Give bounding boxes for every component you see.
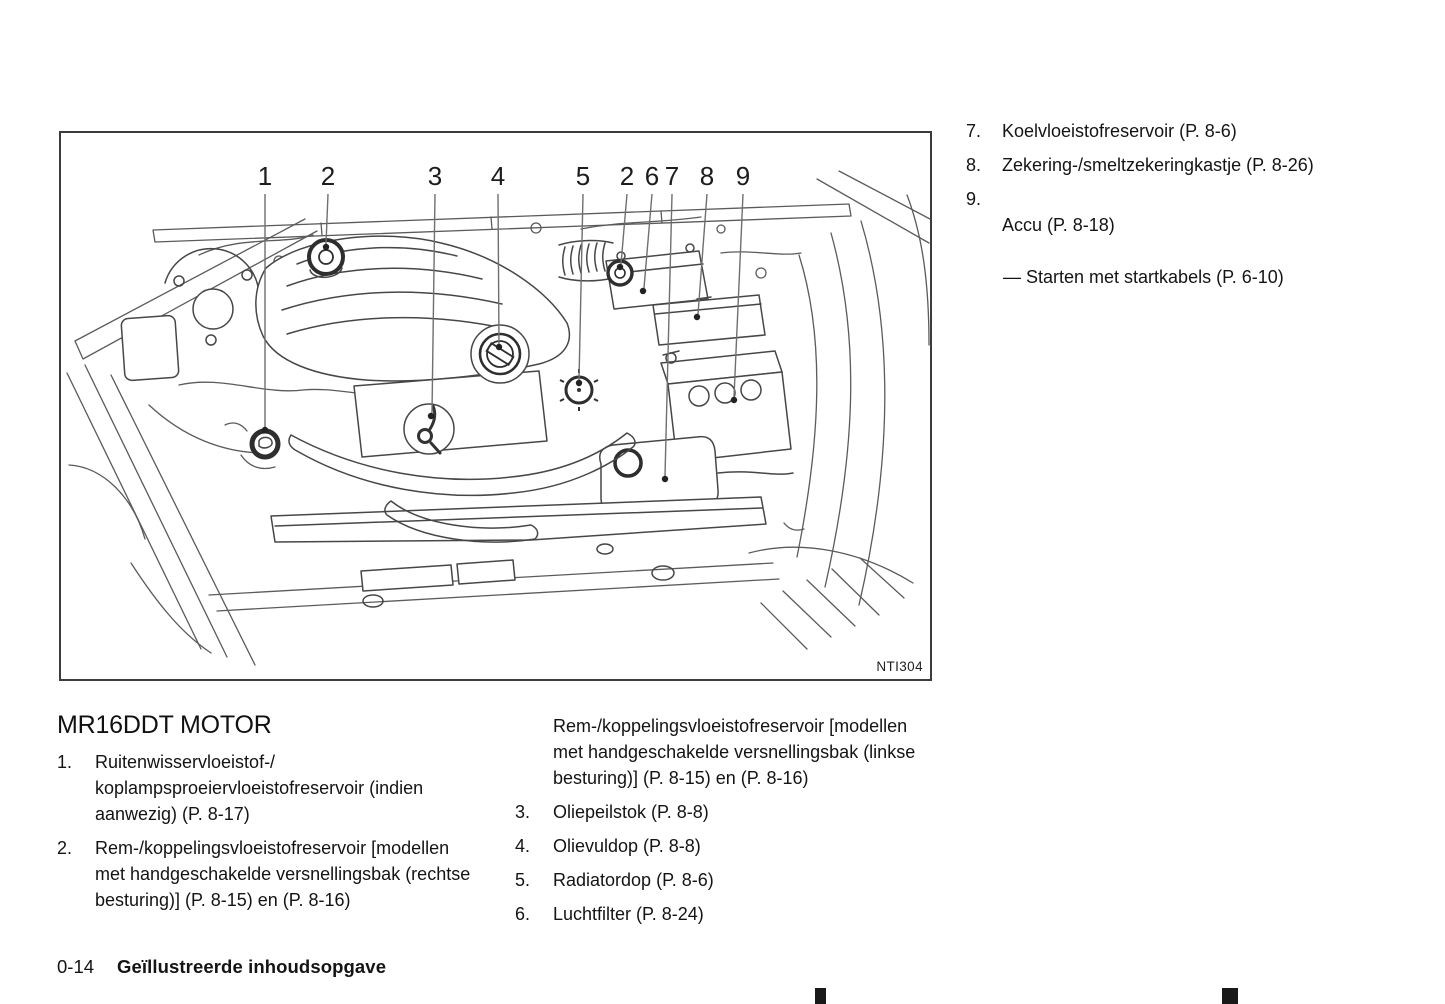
figure-code-label: NTI304 bbox=[876, 659, 923, 674]
list-item-7: 7. Koelvloeistofreservoir (P. 8-6) bbox=[966, 118, 1436, 144]
item-number bbox=[515, 713, 553, 791]
item-text: Oliepeilstok (P. 8-8) bbox=[553, 802, 709, 822]
callout-leader-lines bbox=[261, 193, 744, 483]
callout-4: 4 bbox=[491, 161, 505, 191]
list-item-9: 9. Accu (P. 8-18) — Starten met startkab… bbox=[966, 186, 1436, 290]
footer-section-title: Geïllustreerde inhoudsopgave bbox=[117, 956, 387, 977]
item-text: Luchtfilter (P. 8-24) bbox=[553, 904, 704, 924]
corrugated-duct-drawing bbox=[558, 239, 614, 282]
relay-box-drawing bbox=[120, 314, 180, 382]
item-number: 6. bbox=[515, 904, 531, 924]
callout-9: 9 bbox=[736, 161, 750, 191]
section-heading: MR16DDT MOTOR bbox=[57, 711, 272, 739]
page-footer: 0-14 Geïllustreerde inhoudsopgave bbox=[57, 954, 386, 980]
oil-filler-cap-drawing bbox=[478, 332, 522, 376]
print-edge-mark bbox=[1222, 988, 1238, 1004]
item-text: Radiatordop (P. 8-6) bbox=[553, 870, 714, 890]
item-text: Koelvloeistofreservoir (P. 8-6) bbox=[1002, 121, 1237, 141]
callout-3: 3 bbox=[428, 161, 442, 191]
callout-numbers: 1 2 3 4 5 2 6 7 8 9 bbox=[258, 161, 750, 191]
print-edge-mark bbox=[815, 988, 826, 1004]
list-item-5: 5. Radiatordop (P. 8-6) bbox=[515, 867, 955, 893]
callout-2: 2 bbox=[321, 161, 335, 191]
item-number: 4. bbox=[515, 836, 531, 856]
engine-diagram: 1 2 3 4 5 2 6 7 8 9 NTI304 bbox=[66, 161, 930, 674]
item-text: Rem-/koppelingsvloeistofreservoir [model… bbox=[553, 716, 916, 788]
item-number: 2. bbox=[57, 838, 73, 858]
callout-2b: 2 bbox=[620, 161, 634, 191]
middle-callout-list: Rem-/koppelingsvloeistofreservoir [model… bbox=[515, 713, 955, 935]
item-number: 8. bbox=[966, 155, 982, 175]
item-number: 9. bbox=[966, 189, 982, 209]
hoses-drawing bbox=[288, 432, 636, 543]
list-item-4: 4. Olievuldop (P. 8-8) bbox=[515, 833, 955, 859]
item-number: 1. bbox=[57, 752, 73, 772]
car-body-lines bbox=[66, 170, 930, 666]
left-callout-list: 1. Ruitenwisservloeistof-/ koplampsproei… bbox=[57, 749, 497, 921]
list-item-6: 6. Luchtfilter (P. 8-24) bbox=[515, 901, 955, 927]
list-item-3: 3. Oliepeilstok (P. 8-8) bbox=[515, 799, 955, 825]
callout-1: 1 bbox=[258, 161, 272, 191]
list-item-2-continued: Rem-/koppelingsvloeistofreservoir [model… bbox=[515, 713, 955, 791]
coolant-reservoir-drawing bbox=[599, 435, 794, 515]
item-number: 7. bbox=[966, 121, 982, 141]
item-text: Zekering-/smeltzekeringkastje (P. 8-26) bbox=[1002, 155, 1314, 175]
engine-figure-box: 1 2 3 4 5 2 6 7 8 9 NTI304 bbox=[59, 131, 932, 681]
engine-components bbox=[120, 235, 794, 608]
callout-7: 7 bbox=[665, 161, 679, 191]
item-number: 5. bbox=[515, 870, 531, 890]
item-text-main: Accu (P. 8-18) bbox=[1002, 215, 1115, 235]
list-item-1: 1. Ruitenwisservloeistof-/ koplampsproei… bbox=[57, 749, 497, 827]
item-text: Accu (P. 8-18) — Starten met startkabels… bbox=[1002, 186, 1284, 290]
page-number: 0-14 bbox=[57, 956, 95, 977]
item-number: 3. bbox=[515, 802, 531, 822]
list-item-2: 2. Rem-/koppelingsvloeistofreservoir [mo… bbox=[57, 835, 497, 913]
item-text: Olievuldop (P. 8-8) bbox=[553, 836, 701, 856]
callout-5: 5 bbox=[576, 161, 590, 191]
list-item-8: 8. Zekering-/smeltzekeringkastje (P. 8-2… bbox=[966, 152, 1436, 178]
radiator-support-drawing bbox=[270, 496, 767, 543]
item-subtext: — Starten met startkabels (P. 6-10) bbox=[1003, 267, 1284, 287]
callout-6: 6 bbox=[645, 161, 659, 191]
item-text: Rem-/koppelingsvloeistofreservoir [model… bbox=[95, 838, 471, 910]
callout-8: 8 bbox=[700, 161, 714, 191]
right-callout-list: 7. Koelvloeistofreservoir (P. 8-6) 8. Ze… bbox=[966, 118, 1436, 298]
item-text: Ruitenwisservloeistof-/ koplampsproeierv… bbox=[95, 752, 424, 824]
washer-cap-drawing bbox=[224, 422, 281, 470]
